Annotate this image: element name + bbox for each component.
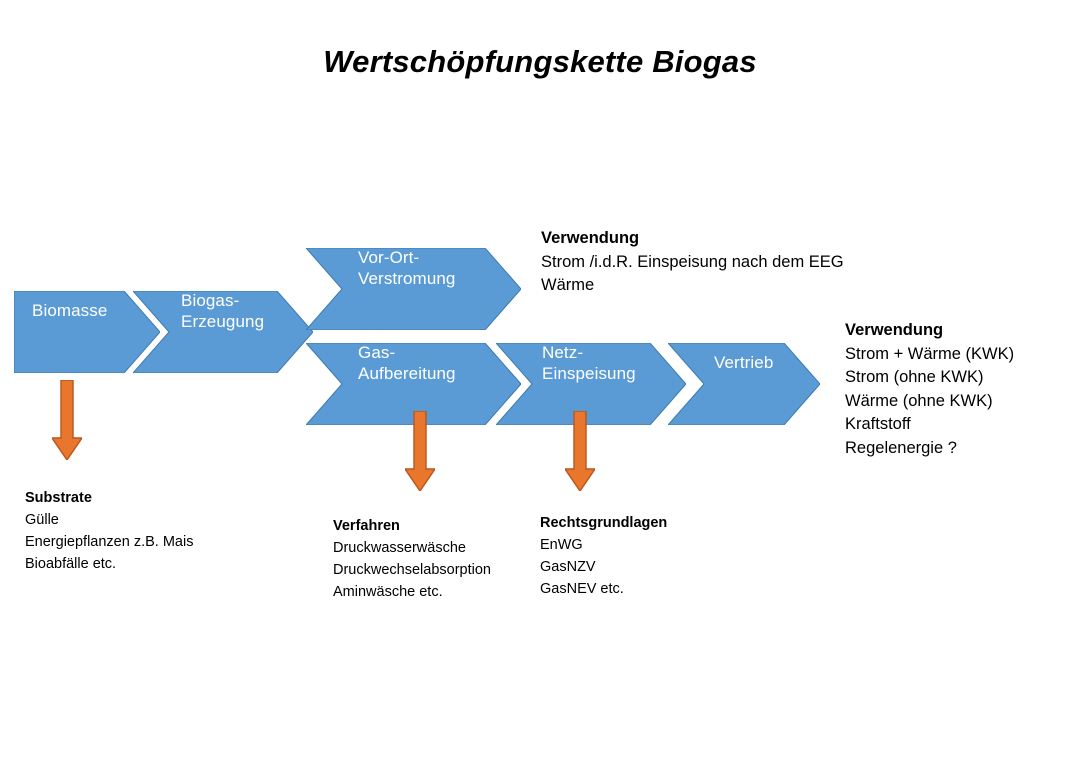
process-step-label: Gas- Aufbereitung [358,342,456,383]
annotation-line: Gülle [25,512,59,528]
annotation-line: Strom (ohne KWK) [845,368,984,387]
annotation-line: EnWG [540,537,583,553]
process-step-biogas-erzeugung[interactable]: Biogas- Erzeugung [133,270,313,374]
annotation-line: Druckwasserwäsche [333,540,466,556]
process-step-label: Biogas- Erzeugung [181,290,265,331]
annotation-line: Wärme (ohne KWK) [845,391,993,410]
down-arrow-rechtsgrundlagen [565,411,595,491]
annotation-heading: Verwendung [541,229,640,247]
annotation-line: Regelenergie ? [845,438,957,457]
pentagon-shape-biomasse [14,270,160,374]
process-step-label: Vertrieb [714,353,774,373]
process-step-label: Netz- Einspeisung [542,342,636,383]
process-step-label: Vor-Ort- Verstromung [358,247,456,288]
annotation-heading: Verwendung [845,321,944,339]
chevron-shape-gas-aufbereitung [306,322,521,426]
annotation-line: Strom /i.d.R. Einspeisung nach dem EEG [541,252,844,271]
annotation-line: Strom + Wärme (KWK) [845,344,1015,363]
process-step-netz-einspeisung[interactable]: Netz- Einspeisung [496,322,686,426]
process-step-label: Biomasse [32,301,108,321]
chevron-shape-biogas-erzeugung [133,270,313,374]
annotation-line: GasNZV [540,559,596,575]
annotation-verwendung-right: Verwendung Strom + Wärme (KWK) Strom (oh… [845,319,1014,461]
process-step-vor-ort-verstromung[interactable]: Vor-Ort- Verstromung [306,227,521,331]
annotation-substrate: Substrate Gülle Energiepflanzen z.B. Mai… [25,487,193,575]
annotation-rechtsgrundlagen: Rechtsgrundlagen EnWG GasNZV GasNEV etc. [540,512,667,600]
annotation-line: Druckwechselabsorption [333,562,491,578]
annotation-heading: Rechtsgrundlagen [540,515,668,531]
annotation-line: Wärme [541,276,595,295]
process-step-biomasse[interactable]: Biomasse [14,270,160,374]
annotation-line: Aminwäsche etc. [333,584,443,600]
down-arrow-substrate [52,380,82,460]
annotation-heading: Verfahren [333,518,400,534]
annotation-verfahren: Verfahren Druckwasserwäsche Druckwechsel… [333,515,491,603]
chevron-shape-vor-ort-verstromung [306,227,521,331]
annotation-line: GasNEV etc. [540,581,624,597]
chevron-shape-vertrieb [668,322,820,426]
annotation-line: Bioabfälle etc. [25,556,117,572]
annotation-line: Energiepflanzen z.B. Mais [25,534,194,550]
process-step-gas-aufbereitung[interactable]: Gas- Aufbereitung [306,322,521,426]
down-arrow-verfahren [405,411,435,491]
annotation-verwendung-top: Verwendung Strom /i.d.R. Einspeisung nac… [541,227,844,298]
annotation-line: Kraftstoff [845,415,911,434]
chevron-shape-netz-einspeisung [496,322,686,426]
page-title: Wertschöpfungskette Biogas [323,44,757,79]
annotation-heading: Substrate [25,490,92,506]
process-step-vertrieb[interactable]: Vertrieb [668,322,820,426]
